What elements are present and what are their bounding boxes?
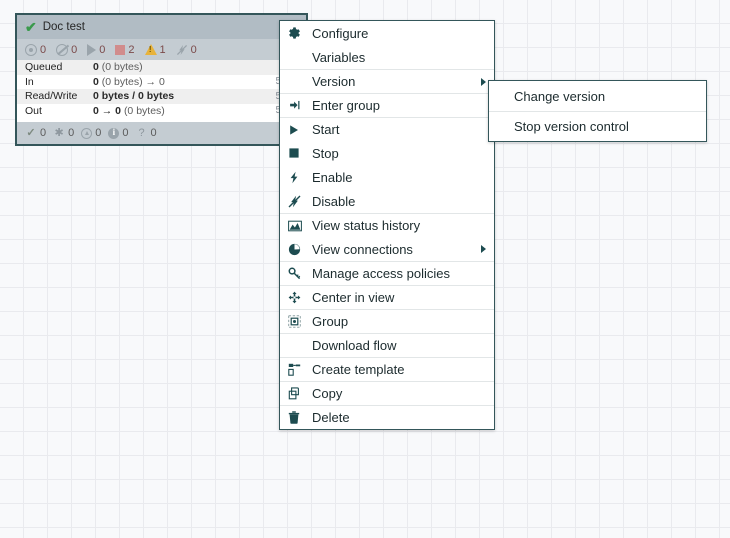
chevron-right-icon <box>481 77 486 86</box>
locally-modified-count: 0 <box>108 127 129 139</box>
play-icon <box>288 124 305 136</box>
stopped-icon <box>115 44 126 55</box>
menu-item-manage-access-policies[interactable]: Manage access policies <box>280 261 494 285</box>
menu-item-disable[interactable]: Disable <box>280 189 494 213</box>
asterisk-icon: ✱ <box>54 126 64 139</box>
menu-item-label: Enter group <box>312 98 380 113</box>
transmitting-icon <box>25 43 37 56</box>
menu-item-label: Stop version control <box>514 119 629 134</box>
menu-item-center-in-view[interactable]: Center in view <box>280 285 494 309</box>
process-group-header: ✔ Doc test <box>17 15 306 39</box>
menu-item-view-connections[interactable]: View connections <box>280 237 494 261</box>
in-detail: (0 bytes) → 0 <box>101 75 165 88</box>
trash-icon <box>288 411 305 424</box>
menu-item-label: Group <box>312 314 349 329</box>
menu-item-label: Version <box>312 74 356 89</box>
transmitting-count: 0 <box>25 43 46 56</box>
gear-icon <box>288 26 305 40</box>
process-group-stats-table: Queued 0 (0 bytes) In 0 (0 bytes) → 0 5 … <box>17 60 306 118</box>
menu-item-variables[interactable]: Variables <box>280 45 494 69</box>
table-row: Queued 0 (0 bytes) <box>17 60 306 75</box>
question-icon: ? <box>138 126 145 139</box>
menu-item-configure[interactable]: Configure <box>280 21 494 45</box>
menu-item-label: View status history <box>312 218 421 233</box>
menu-item-label: Download flow <box>312 338 397 353</box>
process-group-name: Doc test <box>42 21 85 33</box>
menu-item-download-flow[interactable]: Download flow <box>280 333 494 357</box>
menu-item-label: Stop <box>312 145 339 161</box>
flash-off-icon <box>288 195 305 208</box>
valid-count: ✓ 0 <box>26 126 47 139</box>
menu-item-label: Variables <box>312 49 366 65</box>
menu-item-label: Create template <box>312 362 405 377</box>
table-row: Out 0 → 0 (0 bytes) 5 min <box>17 104 306 119</box>
pie-icon <box>288 243 305 256</box>
menu-item-label: Delete <box>312 410 350 425</box>
out-value: 0 → 0 <box>93 104 122 117</box>
menu-item-create-template[interactable]: Create template <box>280 357 494 381</box>
flash-icon <box>288 171 305 184</box>
not-transmitting-count: 0 <box>56 43 77 56</box>
menu-item-label: Start <box>312 122 340 137</box>
in-value: 0 <box>93 75 99 88</box>
menu-item-label: Manage access policies <box>312 266 451 281</box>
stopped-count: 2 <box>115 44 135 56</box>
copy-icon <box>288 387 305 400</box>
submenu-item-stop-version-control[interactable]: Stop version control <box>489 111 706 141</box>
up-to-date-count: 0 <box>81 127 101 139</box>
running-count: 0 <box>87 43 105 56</box>
process-group[interactable]: ✔ Doc test 0 0 0 2 1 <box>15 13 308 146</box>
queued-detail: (0 bytes) <box>101 61 143 74</box>
menu-item-label: Disable <box>312 193 356 209</box>
invalid-count: 1 <box>144 44 166 56</box>
menu-item-version[interactable]: Version <box>280 69 494 93</box>
running-icon <box>87 43 97 56</box>
table-row: In 0 (0 bytes) → 0 5 min <box>17 75 306 90</box>
menu-item-group[interactable]: Group <box>280 309 494 333</box>
info-circle-icon <box>108 127 120 139</box>
menu-item-label: Change version <box>514 88 606 104</box>
crosshair-icon <box>288 291 305 304</box>
menu-item-enable[interactable]: Enable <box>280 165 494 189</box>
menu-item-label: Configure <box>312 25 369 41</box>
invalid-icon <box>144 44 157 55</box>
menu-item-start[interactable]: Start <box>280 117 494 141</box>
menu-item-label: Enable <box>312 169 353 185</box>
menu-item-stop[interactable]: Stop <box>280 141 494 165</box>
check-icon: ✓ <box>26 126 36 139</box>
menu-item-label: View connections <box>312 241 413 257</box>
out-detail: (0 bytes) <box>123 104 165 117</box>
template-icon <box>288 363 305 376</box>
chevron-right-icon <box>481 245 486 253</box>
not-transmitting-icon <box>56 43 69 56</box>
chart-icon <box>288 220 305 232</box>
queued-value: 0 <box>93 61 99 74</box>
versioned-count: ✱ 0 <box>54 126 75 139</box>
enter-group-icon <box>288 99 305 112</box>
version-submenu[interactable]: Change version Stop version control <box>488 80 707 142</box>
disabled-icon <box>176 44 188 56</box>
key-icon <box>288 267 305 280</box>
stop-icon <box>288 147 305 159</box>
disabled-count: 0 <box>176 44 197 56</box>
group-icon <box>288 315 305 328</box>
menu-item-label: Center in view <box>312 290 395 305</box>
sync-failure-count: ? 0 <box>136 126 156 139</box>
submenu-item-change-version[interactable]: Change version <box>489 81 706 111</box>
menu-item-label: Copy <box>312 386 343 401</box>
menu-item-enter-group[interactable]: Enter group <box>280 93 494 117</box>
check-icon: ✔ <box>25 19 37 35</box>
menu-item-view-status-history[interactable]: View status history <box>280 213 494 237</box>
context-menu[interactable]: Configure Variables Version Enter group … <box>279 20 495 430</box>
process-group-status-bar: 0 0 0 2 1 0 <box>17 39 306 60</box>
process-group-version-bar: ✓ 0 ✱ 0 0 0 ? 0 <box>17 122 306 144</box>
up-arrow-circle-icon <box>81 127 93 139</box>
menu-item-copy[interactable]: Copy <box>280 381 494 405</box>
menu-item-delete[interactable]: Delete <box>280 405 494 429</box>
table-row: Read/Write 0 bytes / 0 bytes 5 min <box>17 89 306 104</box>
readwrite-value: 0 bytes / 0 bytes <box>93 90 175 103</box>
